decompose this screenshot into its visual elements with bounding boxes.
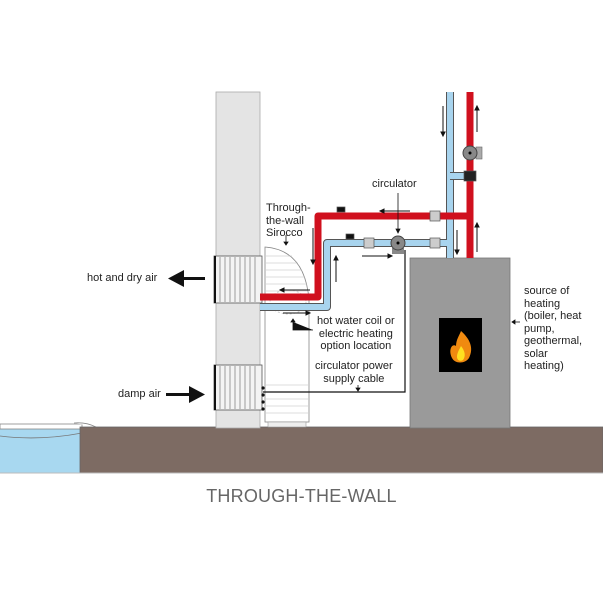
- circulator-label: circulator: [372, 178, 417, 190]
- leader-arrows: [283, 193, 520, 392]
- flow-arrows: [278, 104, 480, 316]
- damp-air-arrow: [166, 386, 205, 403]
- coil-label: hot water coil or electric heating optio…: [317, 315, 395, 352]
- damp-air-label: damp air: [118, 388, 161, 400]
- diagram-title: THROUGH-THE-WALL: [206, 486, 397, 506]
- power-cable-label: circulator power supply cable: [315, 360, 393, 385]
- riser-pump: [462, 145, 483, 161]
- hot-air-arrow: [168, 270, 205, 287]
- heat-source-label: source of heating (boiler, heat pump, ge…: [524, 285, 583, 372]
- sirocco-unit: [261, 246, 310, 428]
- hot-dry-air-label: hot and dry air: [87, 272, 158, 284]
- sirocco-label: Through- the-wall Sirocco: [266, 202, 311, 239]
- power-cable: [263, 250, 406, 393]
- boiler: [409, 257, 511, 429]
- lower-grille: [213, 364, 263, 411]
- floor: [79, 426, 603, 474]
- pool: [0, 422, 97, 473]
- pipe-fittings: [336, 170, 477, 249]
- circulator-pump: [390, 235, 406, 254]
- upper-grille: [213, 255, 263, 304]
- cold-pipe: [260, 92, 466, 311]
